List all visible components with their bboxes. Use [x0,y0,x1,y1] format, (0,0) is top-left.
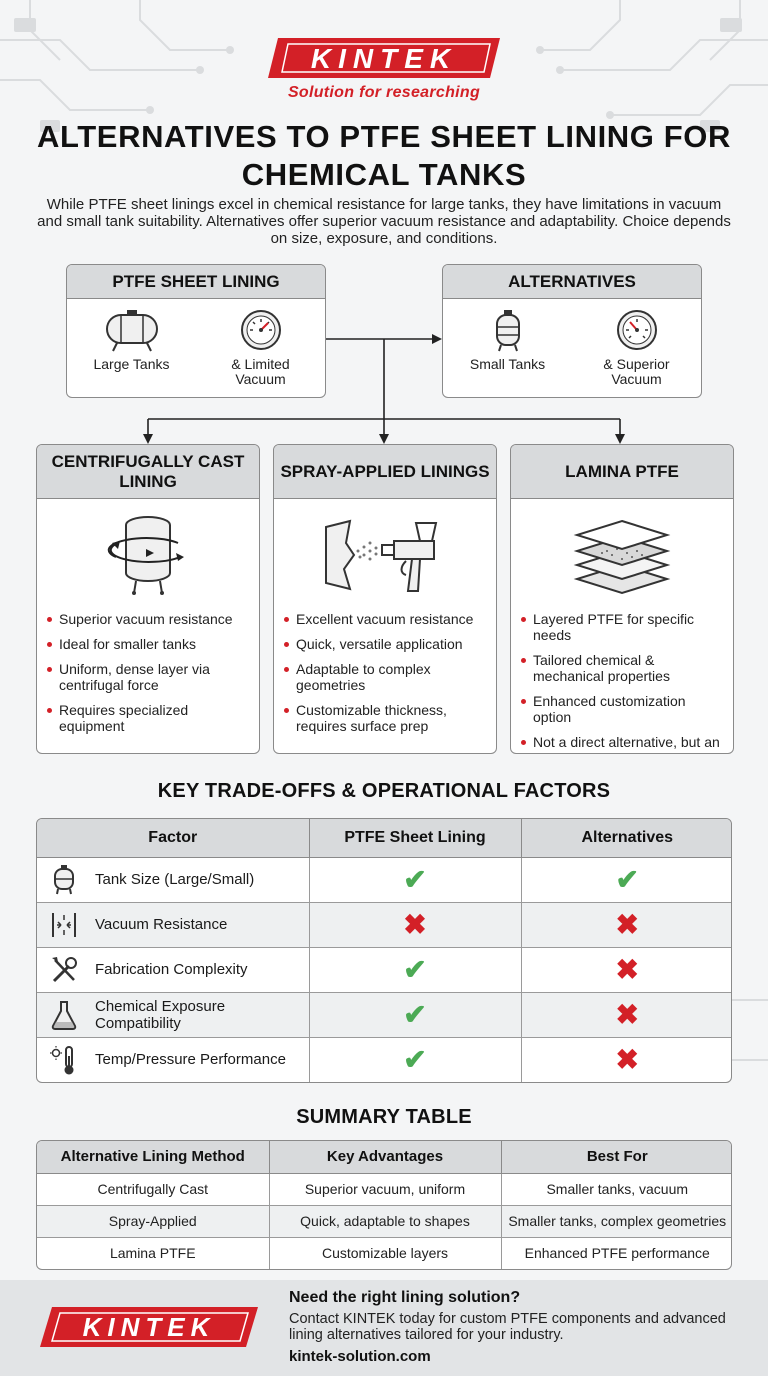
flask-icon [51,1000,77,1030]
factor-label: Fabrication Complexity [95,961,248,978]
ptfe-mark: ✔ [309,992,522,1038]
feature-small-tanks: Small Tanks [453,307,563,387]
tools-icon [52,956,77,982]
method-bullet: Not a direct alternative, but an advance… [521,734,725,753]
feature-large-tanks: Large Tanks [77,307,187,387]
tradeoffs-title: KEY TRADE-OFFS & OPERATIONAL FACTORS [157,780,611,802]
summary-title: SUMMARY TABLE [296,1106,472,1128]
table-cell: Spray-Applied [37,1205,270,1238]
factor-label: Tank Size (Large/Small) [95,871,255,888]
column-header: Alternatives [521,819,731,858]
summary-table: Alternative Lining Method Key Advantages… [36,1140,732,1270]
kintek-footer-logo: KINTEK [40,1307,258,1347]
logo-text: KINTEK [311,43,457,74]
pressure-gauge-icon [240,310,281,350]
alt-mark: ✔ [521,857,731,903]
small-tank-icon [495,310,520,352]
method-bullet: Uniform, dense layer via centrifugal for… [47,661,251,693]
feature-label: Small Tanks [469,356,546,372]
column-header: Factor [37,819,310,858]
table-cell: Smaller tanks, complex geometries [501,1205,731,1238]
table-cell: Enhanced PTFE performance [524,1245,710,1262]
feature-label: & Limited Vacuum [231,356,290,387]
method-title: LAMINA PTFE [511,445,733,499]
flow-connectors [143,334,625,444]
alt-mark: ✖ [521,947,731,993]
box-title: ALTERNATIVES [443,265,701,299]
box-title: PTFE SHEET LINING [67,265,325,299]
ptfe-mark: ✔ [309,857,522,903]
vacuum-gauge-icon [616,310,657,350]
table-row: Chemical Exposure Compatibility ✔ ✖ [37,992,731,1038]
tank-icon [54,864,74,894]
column-header: Key Advantages [269,1141,502,1174]
method-bullet: Excellent vacuum resistance [284,611,488,627]
method-bullet: Ideal for smaller tanks [47,636,251,652]
table-row: Vacuum Resistance ✖ ✖ [37,902,731,948]
ptfe-mark: ✔ [309,1037,522,1082]
factor-label: Vacuum Resistance [95,916,228,933]
cta-text: Contact KINTEK today for custom PTFE com… [289,1311,726,1343]
table-row: Temp/Pressure Performance ✔ ✖ [37,1037,731,1082]
website-link[interactable]: kintek-solution.com [289,1348,431,1365]
column-header: Alternative Lining Method [37,1141,270,1174]
alternatives-box: ALTERNATIVES Small Tanks [442,264,702,398]
cta-title: Need the right lining solution? [289,1289,521,1306]
table-row: Lamina PTFE Customizable layers Enhanced… [37,1237,731,1269]
tradeoffs-table: Factor PTFE Sheet Lining Alternatives Ta… [36,818,732,1083]
table-cell: Centrifugally Cast [37,1173,270,1206]
method-bullet: Customizable thickness, requires surface… [284,702,488,734]
method-bullet: Tailored chemical & mechanical propertie… [521,652,725,684]
method-bullet: Quick, versatile application [284,636,488,652]
feature-label: Large Tanks [93,356,170,372]
table-row: Fabrication Complexity ✔ ✖ [37,947,731,993]
method-bullet: Adaptable to complex geometries [284,661,488,693]
ptfe-sheet-lining-box: PTFE SHEET LINING Large Tanks [66,264,326,398]
page-title: ALTERNATIVES TO PTFE SHEET LINING FOR CH… [37,119,731,192]
table-row: Spray-Applied Quick, adaptable to shapes… [37,1205,731,1238]
method-title: CENTRIFUGALLY CAST LINING [37,445,259,499]
alt-mark: ✖ [521,992,731,1038]
table-row: Tank Size (Large/Small) ✔ ✔ [37,857,731,903]
feature-superior-vacuum: & Superior Vacuum [582,307,692,387]
ptfe-mark: ✔ [309,947,522,993]
table-cell: Quick, adaptable to shapes [269,1205,502,1238]
method-centrifugally-cast: CENTRIFUGALLY CAST LINING Superior vacuu… [36,444,260,754]
table-cell: Smaller tanks, vacuum [501,1173,731,1206]
alt-mark: ✖ [615,1043,639,1075]
thermometer-icon [50,1045,74,1075]
method-bullet: Superior vacuum resistance [47,611,251,627]
rotating-drum-icon [107,516,184,595]
feature-limited-vacuum: & Limited Vacuum [206,307,316,387]
layered-sheets-icon [573,519,671,595]
table-row: Centrifugally Cast Superior vacuum, unif… [37,1173,731,1206]
table-cell: Superior vacuum, uniform [269,1173,502,1206]
method-bullet: Requires specialized equipment [47,702,251,734]
intro-text: While PTFE sheet linings excel in chemic… [37,196,731,247]
table-cell: Customizable layers [269,1237,502,1269]
logo-text: KINTEK [83,1312,216,1342]
column-header: PTFE Sheet Lining [309,819,522,858]
tagline: Solution for researching [287,84,481,101]
factor-label: Chemical Exposure Compatibility [95,997,226,1032]
vacuum-icon [52,912,76,937]
feature-label: & Superior Vacuum [603,356,670,387]
method-title: SPRAY-APPLIED LININGS [274,445,496,499]
ptfe-mark: ✖ [309,902,522,948]
table-cell: Lamina PTFE [37,1237,270,1269]
horizontal-tank-icon [105,310,158,352]
method-bullet: Enhanced customization option [521,693,725,725]
column-header: Best For [501,1141,731,1174]
alt-mark: ✖ [521,902,731,948]
method-lamina-ptfe: LAMINA PTFE Layered PTFE for specific ne… [510,444,734,754]
factor-label: Temp/Pressure Performance [95,1051,286,1069]
method-spray-applied: SPRAY-APPLIED LININGS Excellent vacuum r… [273,444,497,754]
method-bullet: Layered PTFE for specific needs [521,611,725,643]
kintek-logo: KINTEK [268,38,500,78]
spray-gun-icon [325,519,438,592]
